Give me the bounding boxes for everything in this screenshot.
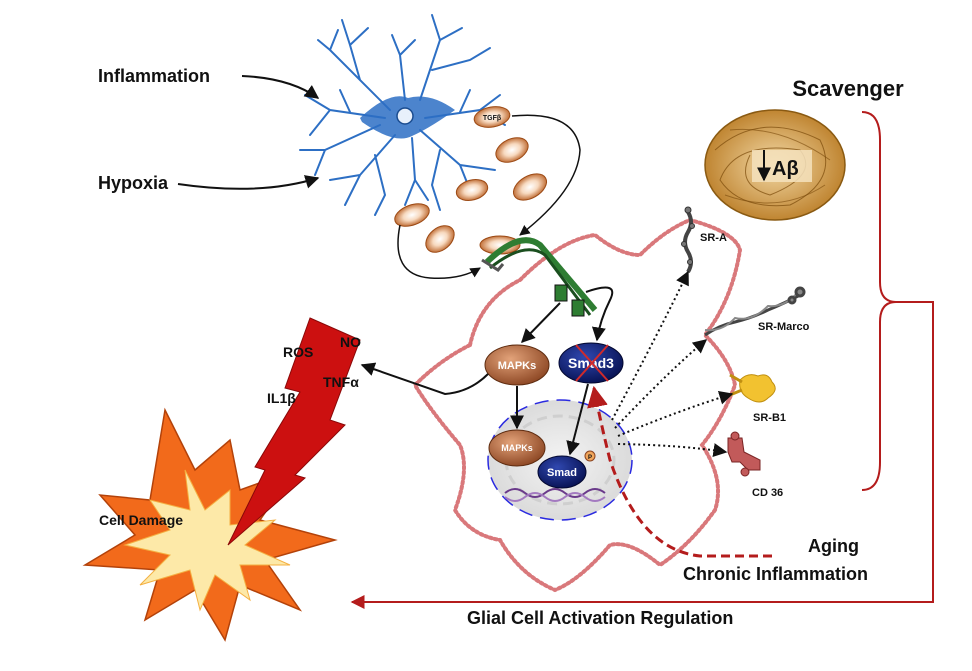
tgf-beta-particle [425,225,455,253]
il1b-label: IL1β [267,390,296,406]
mapks-node-upper [484,344,550,386]
receptor-expression-arrows [611,270,734,458]
receptor-to-mapks-arrow [521,302,561,344]
glial-cell-membrane [412,217,743,593]
smad-node [537,455,587,489]
sr-b1-receptor-icon [729,373,776,403]
tgf-beta-particle [473,106,511,128]
tgf-beta-particles [394,106,548,253]
cell-damage-label: Cell Damage [99,512,183,528]
smad3-to-smad-arrow [566,383,589,456]
tgf-beta-particle [394,203,430,227]
tgf-beta-particle [455,178,489,202]
ros-label: ROS [283,344,313,360]
lightning-bolt-icon [227,317,361,546]
scavenger-label: Scavenger [792,76,904,101]
sr-a-receptor-icon [681,206,695,274]
tgf-beta-receptor-icon [479,235,598,317]
inflammation-label: Inflammation [98,66,210,86]
astrocyte-to-receptor-curve [397,224,481,280]
astrocyte-nucleus [396,107,414,125]
cd36-receptor-icon [727,431,761,477]
tgf-beta-particle [495,137,529,163]
mapks-lower-label: MAPKs [501,443,533,453]
cell-damage-explosion-core [123,469,291,612]
mapks-node-lower [488,429,546,467]
tgf-beta-particle [512,173,548,201]
inflammation-arrow [241,75,320,99]
sr-a-label: SR-A [700,232,727,244]
glial-regulation-label: Glial Cell Activation Regulation [467,608,733,628]
scavenger-bracket [861,111,897,491]
abeta-label: Aβ [772,158,799,180]
cd36-label: CD 36 [752,487,783,499]
phosphate-icon [584,450,596,462]
smad3-cross-icon-2 [575,344,609,382]
glial-regulation-arrow [350,301,934,609]
smad-label: Smad [547,467,577,479]
phosphate-label: P [588,455,592,461]
no-label: NO [340,334,361,350]
sr-marco-label: SR-Marco [758,321,810,333]
tgf-beta-label: TGFβ [483,115,502,122]
sr-b1-label: SR-B1 [753,412,786,424]
aging-label: Aging [808,536,859,556]
hypoxia-arrow [177,175,320,190]
tgf-to-receptor-arrow [511,114,581,236]
sr-marco-receptor-icon [704,286,806,337]
amyloid-plaque-icon [704,109,846,221]
receptor-to-smad3-arrow [585,286,614,342]
aging-inhibition-curve [587,385,772,558]
tnfa-label: TNFα [323,374,359,390]
hypoxia-label: Hypoxia [98,173,169,193]
mapks-to-cytokines-arrow [360,362,489,396]
mapks-upper-label: MAPKs [498,360,537,372]
chronic-inflammation-label: Chronic Inflammation [683,564,868,584]
